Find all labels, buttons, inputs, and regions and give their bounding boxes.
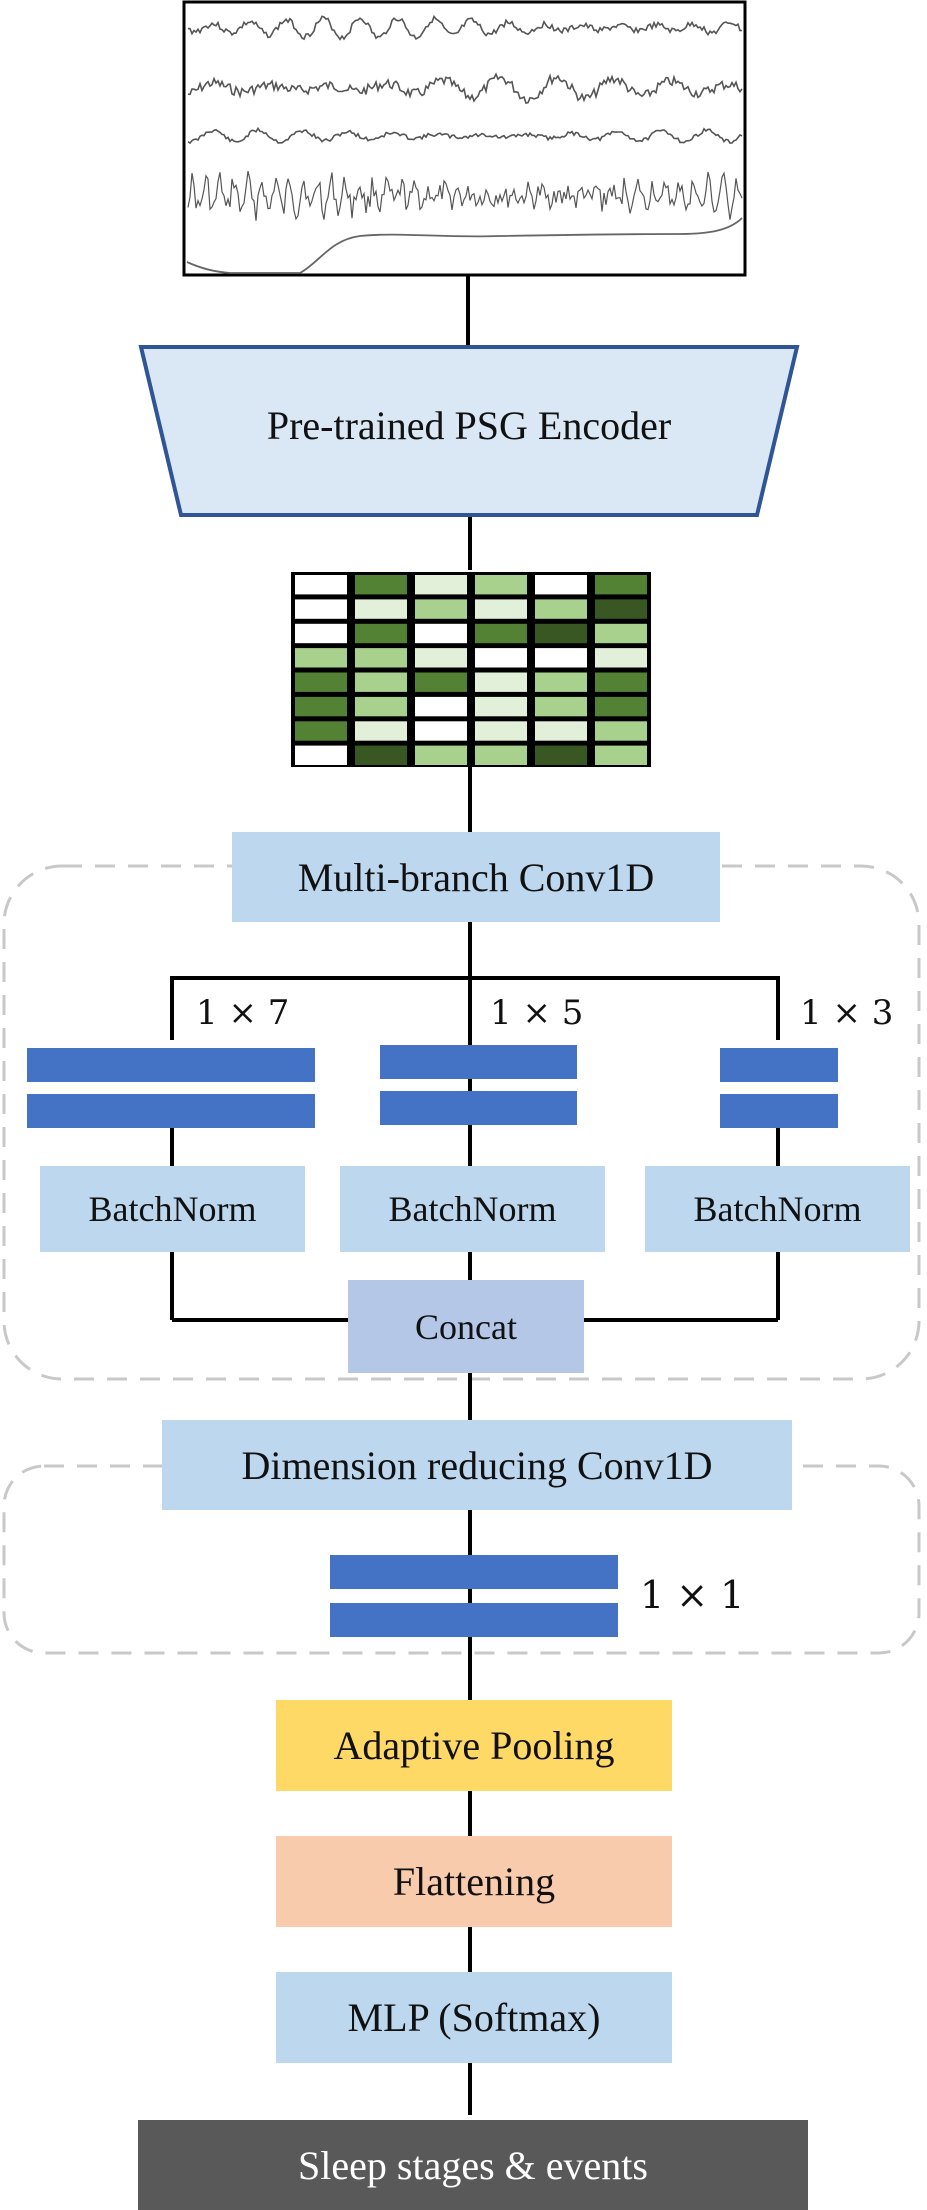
feature-matrix-cell [415,575,467,595]
encoder-label: Pre-trained PSG Encoder [266,402,672,448]
signal-trace-3 [187,126,743,145]
conv-1x7-bar-bottom [27,1094,315,1128]
feature-matrix-frame [291,572,651,767]
feature-matrix-cell [475,696,527,717]
conv-1x5-bar-bottom [380,1091,577,1125]
encoder-trapezoid [138,345,800,517]
feature-matrix-cell [535,623,587,644]
feature-matrix-cell [595,575,647,595]
feature-matrix-cell [535,721,587,741]
conv-1x7-bar-top [27,1048,315,1082]
feature-matrix-cell [475,599,527,619]
feature-matrix-cell [595,599,647,619]
feature-matrix-cell [355,648,407,668]
mlp-softmax-block: MLP (Softmax) [276,1972,672,2063]
feature-matrix-cell [475,575,527,595]
kernel-label-1x1: 1 × 1 [640,1573,745,1617]
dimension-reducing-conv1d-block: Dimension reducing Conv1D [162,1420,792,1510]
feature-matrix-cell [295,672,347,692]
feature-matrix-cell [295,721,347,741]
feature-matrix-cell [595,745,647,765]
feature-matrix-cell [535,745,587,765]
feature-matrix-cell [475,721,527,741]
feature-matrix-cell [355,575,407,595]
signal-trace-5 [186,217,743,274]
batchnorm-1x5: BatchNorm [340,1166,605,1252]
flattening-block: Flattening [276,1836,672,1927]
conv-1x3-bar-top [720,1048,838,1082]
feature-matrix-cell [595,672,647,692]
feature-matrix-cell [535,599,587,619]
feature-matrix-cell [295,648,347,668]
feature-matrix-cell [535,672,587,692]
feature-matrix-cell [415,745,467,765]
conv-1x3-bar-bottom [720,1094,838,1128]
adaptive-pooling-block: Adaptive Pooling [276,1700,672,1791]
feature-matrix-cell [295,623,347,644]
feature-matrix-cell [295,575,347,595]
feature-matrix-cell [415,696,467,717]
conv-1x1-bar-top [330,1555,618,1589]
psg-signal-panel [182,0,747,277]
feature-matrix-cell [415,648,467,668]
feature-matrix-cell [475,672,527,692]
concat-block: Concat [348,1280,584,1373]
feature-matrix-cell [355,623,407,644]
feature-matrix-cell [295,599,347,619]
feature-matrix-cell [415,599,467,619]
feature-matrix-cell [355,599,407,619]
signal-trace-1 [187,14,743,41]
kernel-label-1x3: 1 × 3 [800,993,894,1033]
batchnorm-1x7: BatchNorm [40,1166,305,1252]
conv-1x5-bar-top [380,1045,577,1079]
feature-matrix-cell [415,672,467,692]
feature-matrix-cell [535,648,587,668]
feature-matrix [291,572,651,767]
feature-matrix-cell [535,696,587,717]
feature-matrix-cell [295,745,347,765]
kernel-label-1x5: 1 × 5 [490,993,584,1033]
feature-matrix-cell [595,648,647,668]
conv-1x1-bar-bottom [330,1603,618,1637]
feature-matrix-cell [355,672,407,692]
feature-matrix-cell [355,745,407,765]
sleep-stages-events-output: Sleep stages & events [138,2120,808,2210]
dim-reduce-group [2,1464,921,1655]
feature-matrix-cell [415,623,467,644]
feature-matrix-cell [595,721,647,741]
feature-matrix-cell [355,721,407,741]
kernel-label-1x7: 1 × 7 [196,993,290,1033]
feature-matrix-cell [475,648,527,668]
signal-trace-4 [187,170,743,221]
feature-matrix-cell [475,745,527,765]
feature-matrix-cell [595,696,647,717]
feature-matrix-cell [475,623,527,644]
feature-matrix-cell [595,623,647,644]
signal-trace-2 [187,72,743,105]
feature-matrix-cell [415,721,467,741]
batchnorm-1x3: BatchNorm [645,1166,910,1252]
feature-matrix-cell [535,575,587,595]
feature-matrix-cell [355,696,407,717]
feature-matrix-cell [295,696,347,717]
multi-branch-conv1d-block: Multi-branch Conv1D [232,832,720,922]
